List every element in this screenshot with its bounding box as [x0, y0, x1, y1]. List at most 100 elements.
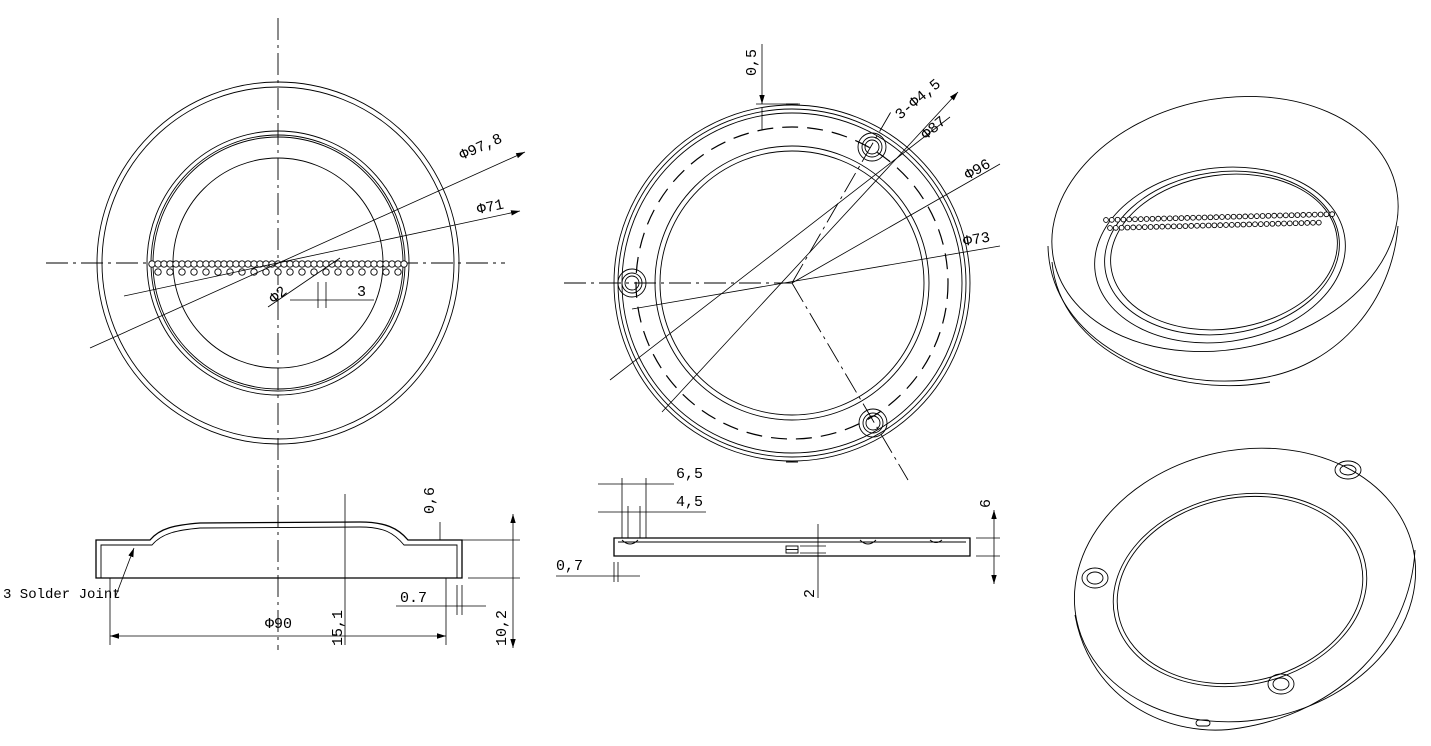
perforation-hole: [382, 268, 390, 276]
perforation-hole: [1329, 211, 1336, 218]
perforation-hole: [1282, 212, 1289, 219]
perforation-hole: [394, 260, 402, 268]
perforation-hole: [370, 268, 378, 276]
perforation-hole: [1205, 222, 1212, 229]
perforation-hole: [178, 268, 186, 276]
perforation-hole: [1323, 211, 1330, 218]
perforation-hole: [154, 260, 162, 268]
perforation-hole: [304, 260, 312, 268]
perforation-hole: [1165, 223, 1171, 230]
front-view: Ф97,8 Ф71 Ф2 3: [46, 18, 526, 470]
perforation-hole: [1172, 215, 1179, 222]
perforation-hole: [214, 268, 222, 276]
dim-section-diameter: Ф90: [265, 616, 292, 633]
perforation-hole: [298, 268, 306, 276]
perforation-hole: [1234, 221, 1241, 228]
perforation-hole: [1201, 214, 1208, 221]
solder-joint-note: 3 Solder Joint: [3, 587, 121, 603]
perforation-hole: [1194, 222, 1200, 229]
back-view: 0,5 3-Ф4,5 Ф87 Ф96 Ф73: [564, 44, 1001, 481]
dim-flange-offset: 0,5: [744, 49, 761, 76]
perforation-hole: [1108, 217, 1115, 223]
perforation-hole: [1136, 224, 1142, 231]
dim-inner-diameter: Ф71: [476, 197, 506, 219]
perforation-hole: [1166, 215, 1173, 222]
dim-wall-thickness: 0.7: [400, 590, 427, 607]
perforation-hole: [310, 260, 318, 268]
perforation-hole: [1263, 221, 1270, 227]
perforation-hole: [1257, 221, 1264, 227]
perforation-hole: [1311, 211, 1318, 218]
perforation-hole: [1153, 223, 1160, 230]
perforation-hole: [1292, 220, 1299, 227]
perforation-hole: [1147, 224, 1154, 230]
perforation-hole: [1242, 213, 1249, 220]
perforation-hole: [202, 260, 210, 268]
perforation-hole: [184, 260, 192, 268]
perforation-hole: [1184, 215, 1191, 221]
perforation-hole: [340, 260, 348, 268]
perforation-hole: [190, 268, 198, 276]
perforation-hole: [1252, 221, 1258, 228]
perforation-hole: [1182, 223, 1189, 229]
perforation-hole: [1253, 213, 1260, 219]
perforation-hole: [1223, 222, 1229, 228]
perforation-hole: [322, 268, 330, 276]
perforation-hole: [1195, 214, 1202, 221]
perforation-hole: [1228, 222, 1235, 228]
perforation-hole: [202, 268, 210, 276]
perforation-hole: [220, 260, 228, 268]
dim-pitch-circle: Ф87: [918, 113, 950, 143]
perforation-hole: [226, 260, 234, 268]
perforation-hole: [232, 260, 240, 268]
perforation-hole: [1281, 220, 1287, 227]
perforation-hole: [1300, 212, 1307, 218]
perforation-hole: [178, 260, 186, 268]
perforation-hole: [1190, 214, 1196, 221]
perforation-hole: [244, 260, 252, 268]
perforation-hole: [208, 260, 216, 268]
perforation-hole: [1288, 212, 1295, 219]
perforation-hole: [1107, 225, 1113, 231]
perforation-hole: [394, 268, 402, 276]
perforation-hole: [1224, 214, 1231, 220]
perforation-hole: [1259, 213, 1266, 219]
perforation-hole: [346, 260, 354, 268]
perforation-hole: [172, 260, 180, 268]
perforation-hole: [316, 260, 324, 268]
perforation-hole: [400, 260, 408, 268]
perforation-hole: [1213, 214, 1220, 221]
perforation-hole: [238, 260, 246, 268]
perforation-hole: [1269, 220, 1276, 227]
perforation-hole: [238, 268, 246, 276]
perforation-hole: [1114, 216, 1121, 223]
perforation-hole: [1211, 222, 1218, 229]
dim-section-height: 6: [978, 499, 995, 508]
perforation-hole: [148, 260, 156, 268]
dim-dome-height: 0,6: [422, 487, 439, 514]
back-section: 6,5 4,5 0,7 6 2: [556, 466, 1000, 598]
perforation-hole: [1286, 220, 1293, 227]
perforation-hole: [382, 260, 390, 268]
perforation-hole: [154, 268, 162, 276]
perforation-hole: [346, 268, 354, 276]
perforation-hole: [1137, 216, 1144, 222]
perforation-hole: [358, 268, 366, 276]
dim-outer-diameter: Ф97,8: [457, 131, 505, 165]
perforation-hole: [1310, 219, 1316, 226]
perforation-hole: [196, 260, 204, 268]
iso-hole-pattern: [1103, 211, 1336, 231]
perforation-hole: [310, 268, 318, 276]
perforation-hole: [1103, 217, 1109, 223]
dim-slot-size: 2: [802, 589, 819, 598]
perforation-hole: [160, 260, 168, 268]
dim-inner-diameter-back: Ф73: [962, 229, 992, 250]
perforation-hole: [226, 268, 234, 276]
perforation-hole: [1141, 224, 1148, 230]
perforation-hole: [1112, 225, 1119, 231]
dim-plate-thickness: 0,7: [556, 558, 583, 575]
front-section: 0,6 0.7 Ф90 15,1 10,2 3 Solder Joint: [3, 470, 520, 650]
perforation-hole: [1219, 214, 1225, 220]
perforation-hole: [1130, 224, 1137, 231]
